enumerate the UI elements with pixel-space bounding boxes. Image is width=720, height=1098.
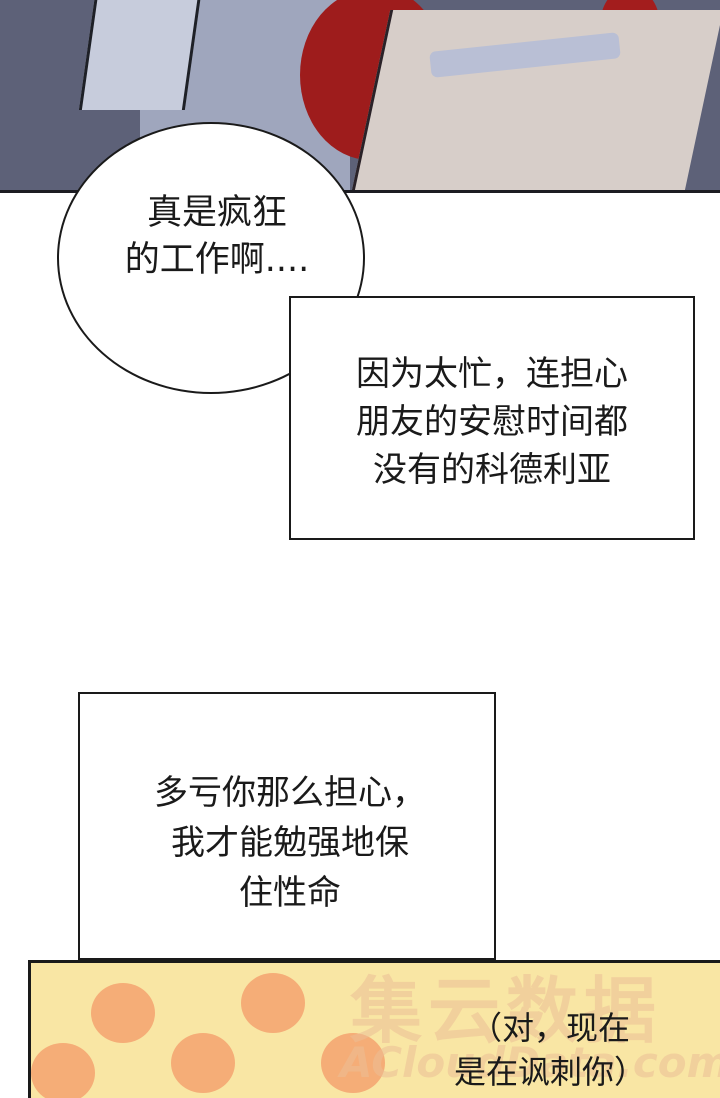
aside-text: （对，现在 是在讽刺你）	[453, 1009, 646, 1091]
watermark: 集云数据 ACloudData.com	[340, 950, 720, 1098]
window-frame	[78, 0, 204, 110]
speech-bubble-text: 真是疯狂 的工作啊....	[124, 193, 310, 280]
pattern-dot	[171, 1033, 235, 1093]
watermark-sub-text: ACloudData.com	[340, 1038, 720, 1087]
watermark-main-text: 集云数据	[350, 969, 663, 1053]
narration-box-1-text: 因为太忙，连担心 朋友的安慰时间都 没有的科德利亚	[356, 354, 628, 490]
pattern-dot	[241, 973, 305, 1033]
narration-box-2	[78, 692, 496, 960]
narration-box-1	[289, 296, 695, 540]
bottom-pattern-panel	[28, 960, 720, 1098]
dress	[349, 10, 720, 190]
pattern-dot	[321, 1033, 385, 1093]
pattern-dot	[91, 983, 155, 1043]
pattern-dot	[31, 1043, 95, 1098]
narration-box-2-text: 多亏你那么担心， 我才能勉强地保 住性命	[154, 773, 426, 913]
